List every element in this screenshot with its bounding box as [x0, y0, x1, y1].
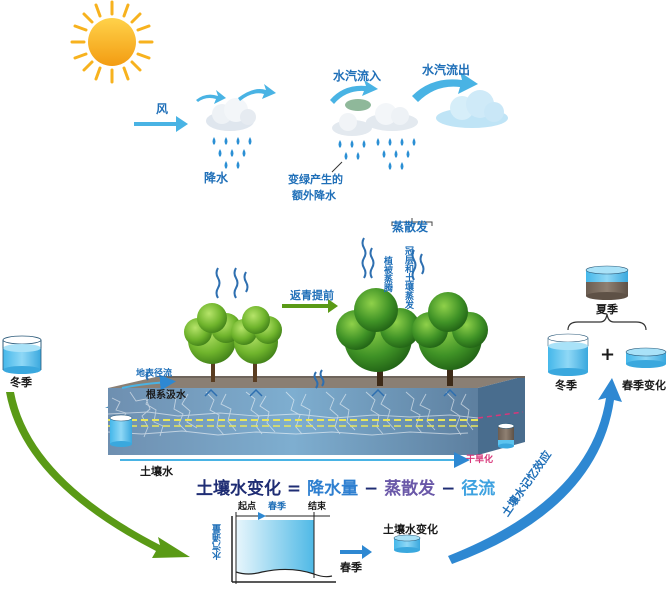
cloud-icon	[206, 98, 256, 131]
equation-term-precip: 降水量	[307, 479, 359, 499]
equation-minus-1: −	[364, 479, 379, 499]
summer-label: 夏季	[596, 303, 618, 316]
soil-change-label: 土壤水变化	[383, 523, 438, 536]
chart-to-soil-arrow	[340, 545, 372, 559]
tree-icon	[231, 306, 282, 382]
equation-lhs: 土壤水变化	[196, 479, 281, 499]
soil-memory-arrow	[448, 378, 622, 564]
evapotranspiration-bracket	[391, 218, 433, 226]
wind-label: 风	[156, 102, 169, 116]
vapor-in-label: 水汽流入	[333, 69, 382, 83]
extra-precip-label-line2: 额外降水	[292, 189, 336, 202]
early-greening-label: 返青提前	[290, 289, 334, 302]
interception-soil-evap-label: 冠层和土壤蒸发	[403, 246, 413, 309]
soil-block	[105, 376, 525, 455]
early-greening-arrow	[282, 299, 338, 313]
vapor-wave-icon	[145, 237, 425, 389]
evapotranspiration-label: 蒸散发	[392, 220, 429, 234]
root-uptake-label: 根系汲水	[146, 390, 186, 401]
soil-water-label: 土壤水	[140, 465, 173, 478]
drying-label: 干旱化	[466, 455, 494, 465]
extra-precip-label-line1: 变绿产生的	[288, 173, 343, 186]
cloud-icon	[332, 99, 418, 136]
leader-line	[331, 161, 343, 173]
spring-change-label: 春季变化	[622, 379, 666, 392]
runoff-arrow	[121, 374, 176, 391]
equation-minus-2: −	[441, 479, 456, 499]
cloud-icon	[436, 90, 508, 128]
plus-sign: +	[600, 344, 616, 365]
drying-line	[477, 411, 524, 419]
rain-drops-icon	[338, 138, 416, 170]
chart-end-label: 结束	[308, 502, 327, 512]
precipitation-label: 降水	[204, 171, 229, 185]
soil-change-cylinder	[393, 534, 421, 553]
tree-icon	[184, 303, 241, 382]
vapor-out-arrow	[412, 72, 478, 102]
spring-change-cylinder	[625, 347, 667, 368]
tree-icon	[412, 292, 488, 386]
chart-spring-label: 春季	[268, 502, 287, 512]
soil-cylinder-left	[109, 414, 133, 447]
chart-ylabel: 水汽通量	[213, 524, 223, 560]
vapor-flux-chart	[231, 512, 336, 584]
tree-icon	[336, 288, 420, 386]
rain-drops-icon	[212, 137, 252, 169]
transpiration-label: 植被蒸腾	[382, 256, 392, 292]
equation-term-et: 蒸散发	[384, 479, 436, 499]
winter-label-left: 冬季	[10, 376, 32, 389]
surface-runoff-label: 地表径流	[136, 369, 173, 379]
flow-arrow-icon	[238, 84, 276, 101]
equation-term-runoff: 径流	[461, 479, 496, 499]
chart-start-label: 起点	[238, 502, 257, 512]
sun-icon	[70, 0, 154, 84]
winter-cylinder-left	[2, 335, 42, 374]
winter-label-right: 冬季	[555, 379, 577, 392]
water-balance-equation: 土壤水变化 = 降水量 − 蒸散发 − 径流	[196, 474, 495, 499]
winter-cylinder-right	[547, 333, 589, 376]
flow-arrow-icon	[196, 90, 226, 104]
vapor-in-arrow	[330, 80, 378, 104]
spring-bottom-label: 春季	[340, 561, 362, 574]
wind-arrow	[134, 116, 188, 132]
soil-texture	[107, 391, 479, 442]
root-uptake-icon	[204, 388, 457, 397]
vapor-out-label: 水汽流出	[422, 63, 471, 77]
summer-bracket	[567, 313, 647, 331]
equation-equals: =	[286, 479, 302, 499]
summer-cylinder	[585, 265, 629, 300]
soil-cylinder-right	[497, 423, 515, 449]
